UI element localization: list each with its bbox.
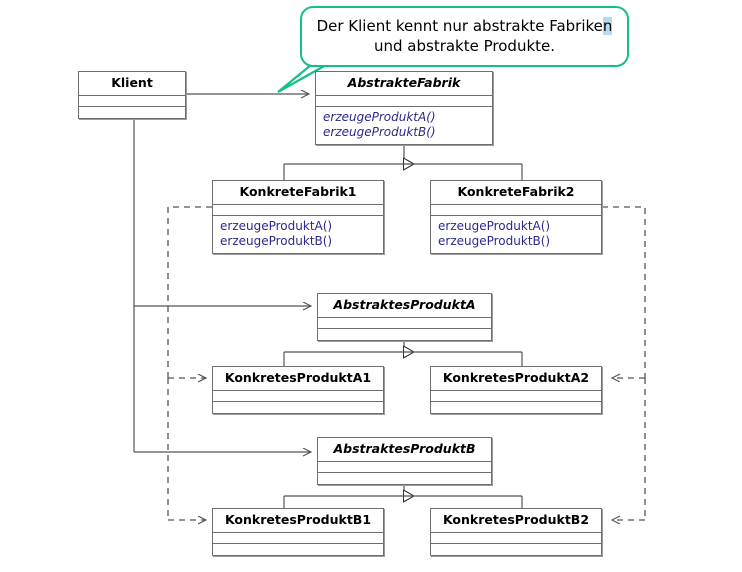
class-operations-konkretesproduktb1 [213,544,383,555]
class-box-konkretesproduktb2[interactable]: KonkretesProduktB2 [430,508,602,556]
operation-item: erzeugeProduktA() [323,110,436,124]
callout-bubble: Der Klient kennt nur abstrakte Fabriken … [300,6,629,67]
operation-item: erzeugeProduktB() [220,234,333,248]
edge-dependency-fabrik1 [167,206,212,520]
class-operations-abstraktesprodukta [318,329,491,340]
class-attributes-abstraktefabrik [316,96,492,107]
class-box-abstraktesprodukta[interactable]: AbstraktesProduktA [317,293,492,341]
class-title-konkretefabrik2: KonkreteFabrik2 [431,181,601,205]
class-box-konkretesprodukta2[interactable]: KonkretesProduktA2 [430,366,602,414]
class-attributes-konkretesprodukta1 [213,391,383,402]
class-attributes-konkretesproduktb1 [213,533,383,544]
class-title-abstraktefabrik: AbstrakteFabrik [316,72,492,96]
class-operations-konkretesproduktb2 [431,544,601,555]
class-attributes-abstraktesproduktb [318,462,491,473]
class-box-konkretefabrik2[interactable]: KonkreteFabrik2 erzeugeProduktA() erzeug… [430,180,602,254]
callout-line-1: Der Klient kennt nur abstrakte Fabriken [312,16,617,36]
class-title-konkretesproduktb1: KonkretesProduktB1 [213,509,383,533]
class-attributes-konkretesprodukta2 [431,391,601,402]
class-operations-klient [79,107,185,118]
class-operations-konkretefabrik2: erzeugeProduktA() erzeugeProduktB() [431,216,601,253]
class-title-abstraktesproduktb: AbstraktesProduktB [318,438,491,462]
edge-dependency-fabrik2 [602,206,646,520]
class-title-konkretefabrik1: KonkreteFabrik1 [213,181,383,205]
edge-generalization-fabriken [283,139,523,180]
class-attributes-abstraktesprodukta [318,318,491,329]
class-box-konkretesproduktb1[interactable]: KonkretesProduktB1 [212,508,384,556]
class-attributes-konkretefabrik2 [431,205,601,216]
class-box-abstraktefabrik[interactable]: AbstrakteFabrik erzeugeProduktA() erzeug… [315,71,493,145]
class-title-abstraktesprodukta: AbstraktesProduktA [318,294,491,318]
class-attributes-klient [79,96,185,107]
class-title-konkretesprodukta1: KonkretesProduktA1 [213,367,383,391]
callout-line-1-text: Der Klient kennt nur abstrakte Fabrike [316,17,603,35]
class-operations-konkretefabrik1: erzeugeProduktA() erzeugeProduktB() [213,216,383,253]
class-box-abstraktesproduktb[interactable]: AbstraktesProduktB [317,437,492,485]
operation-item: erzeugeProduktB() [323,125,436,139]
class-attributes-konkretesproduktb2 [431,533,601,544]
class-attributes-konkretefabrik1 [213,205,383,216]
class-title-konkretesprodukta2: KonkretesProduktA2 [431,367,601,391]
class-box-konkretesprodukta1[interactable]: KonkretesProduktA1 [212,366,384,414]
class-title-konkretesproduktb2: KonkretesProduktB2 [431,509,601,533]
class-box-klient[interactable]: Klient [78,71,186,119]
class-operations-konkretesprodukta2 [431,402,601,413]
operation-item: erzeugeProduktA() [438,219,551,233]
class-title-klient: Klient [79,72,185,96]
class-operations-konkretesprodukta1 [213,402,383,413]
class-operations-abstraktesproduktb [318,473,491,484]
class-box-konkretefabrik1[interactable]: KonkreteFabrik1 erzeugeProduktA() erzeug… [212,180,384,254]
class-operations-abstraktefabrik: erzeugeProduktA() erzeugeProduktB() [316,107,492,144]
operation-item: erzeugeProduktB() [438,234,551,248]
callout-selected-text: n [602,17,613,35]
callout-line-2: und abstrakte Produkte. [373,37,556,55]
operation-item: erzeugeProduktA() [220,219,333,233]
